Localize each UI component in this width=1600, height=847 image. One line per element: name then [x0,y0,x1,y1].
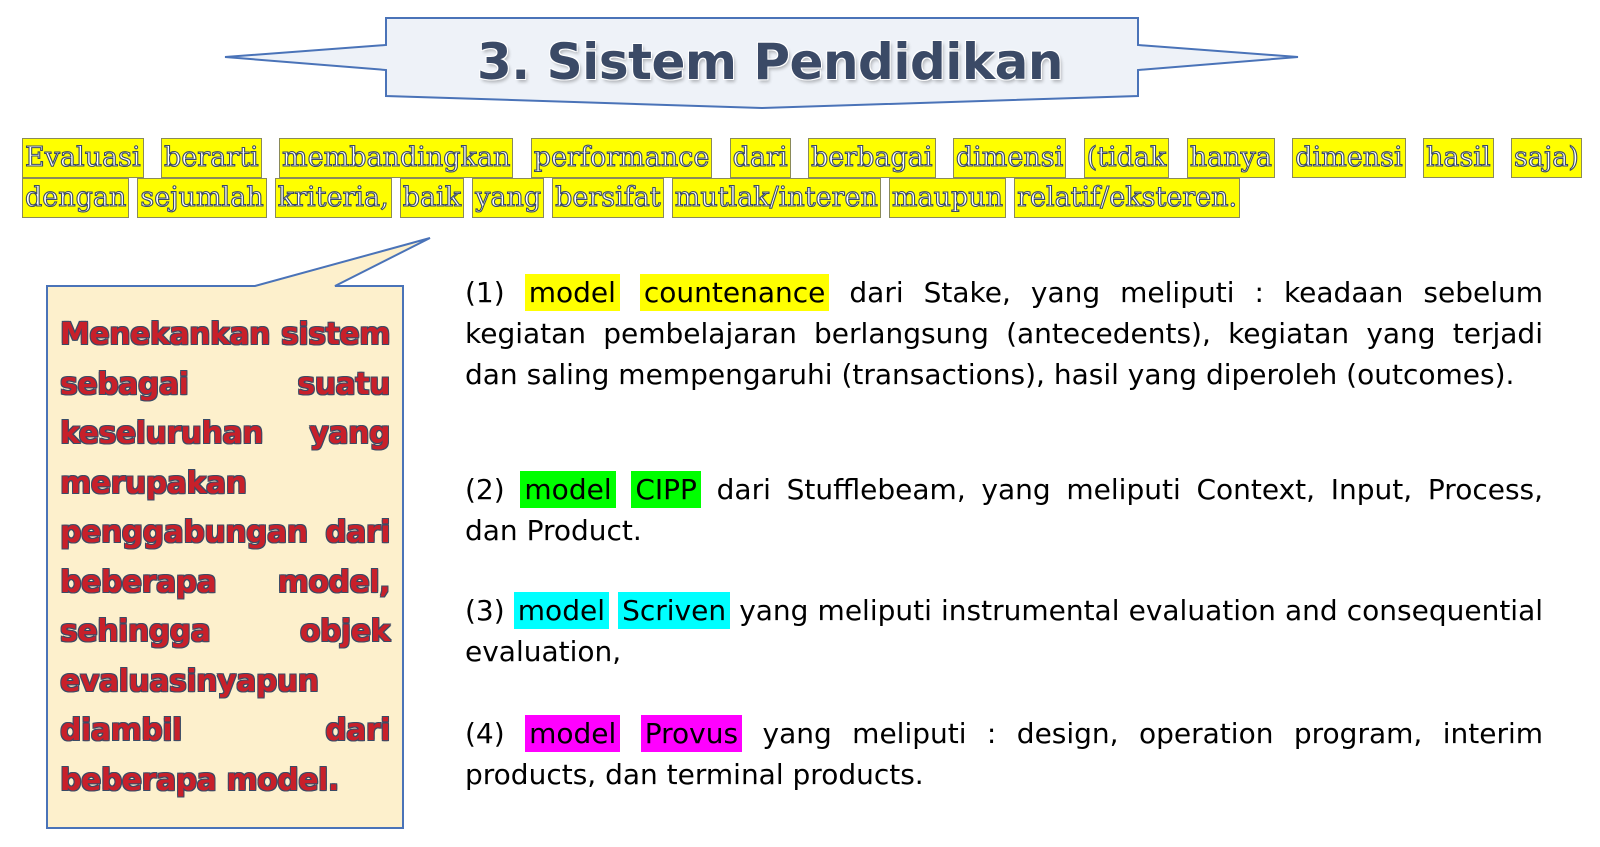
model-highlight: model [520,471,616,508]
definition-word: dengan [22,178,130,218]
definition-word: hanya [1186,138,1275,178]
model-highlight: Provus [640,715,743,752]
definition-word: sejumlah [137,178,267,218]
model-highlight: model [513,592,609,629]
definition-word: bersifat [552,178,664,218]
model-number: (1) [465,276,505,309]
definition-word: dimensi [952,138,1067,178]
definition-word: baik [399,178,465,218]
model-description: dari Stake, yang meliputi : keadaan sebe… [465,276,1544,391]
definition-paragraph: Evaluasi berarti membandingkan performan… [22,138,1582,218]
definition-word: dari [729,138,791,178]
model-highlight: countenance [639,274,830,311]
definition-line-2: dengan sejumlah kriteria, baik yang bers… [22,178,1582,218]
model-highlight: Scriven [618,592,731,629]
model-number: (3) [465,594,505,627]
model-item-provus: (4) model Provus yang meliputi : design,… [465,713,1543,795]
callout-text: Menekankan sistem sebagai suatu keseluru… [60,317,391,798]
model-number: (2) [465,473,505,506]
definition-word: relatif/eksteren. [1014,178,1241,218]
definition-word: membandingkan [279,138,514,178]
model-highlight: model [525,715,621,752]
definition-word: mutlak/interen [671,178,881,218]
definition-word: dimensi [1292,138,1406,178]
definition-word: maupun [888,178,1007,218]
model-highlight: CIPP [631,471,701,508]
definition-word: hasil [1423,138,1494,178]
definition-word: yang [472,178,545,218]
definition-line-1: Evaluasi berarti membandingkan performan… [22,138,1582,178]
definition-word: berarti [161,138,262,178]
definition-word: Evaluasi [22,138,144,178]
model-item-cipp: (2) model CIPP dari Stufflebeam, yang me… [465,469,1543,551]
model-description: dari Stufflebeam, yang meliputi Context,… [465,473,1544,547]
definition-word: (tidak [1083,138,1170,178]
model-description: yang meliputi : design, operation progra… [465,717,1544,791]
model-number: (4) [465,717,505,750]
definition-word: saja) [1510,138,1582,178]
model-description: yang meliputi instrumental evaluation an… [465,594,1544,668]
model-item-countenance: (1) model countenance dari Stake, yang m… [465,272,1543,395]
model-highlight: model [524,274,620,311]
page-title: 3. Sistem Pendidikan [476,33,1064,91]
model-item-scriven: (3) model Scriven yang meliputi instrume… [465,590,1543,672]
definition-word: berbagai [807,138,936,178]
definition-word: performance [530,138,713,178]
definition-word: kriteria, [274,178,392,218]
